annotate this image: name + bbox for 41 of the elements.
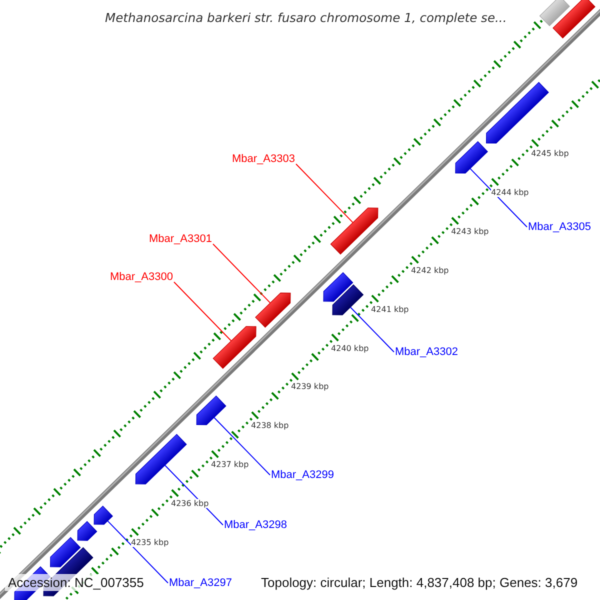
gene-segment <box>323 272 354 302</box>
gene-label: Mbar_A3300 <box>110 271 173 283</box>
tick-label: 4237 kbp <box>211 460 249 470</box>
title: Methanosarcina barkeri str. fusaro chromosome 1, complete se... <box>105 11 507 25</box>
leader-line <box>350 306 394 352</box>
tick-label: 4240 kbp <box>331 344 369 353</box>
gene-segment <box>332 284 364 316</box>
leader-line <box>296 164 354 224</box>
gene-segment <box>486 82 549 144</box>
tick-label: 4239 kbp <box>291 382 329 392</box>
gene-label: Mbar_A3298 <box>224 519 287 531</box>
tick-label: 4244 kbp <box>491 188 529 197</box>
gene-label: Mbar_A3301 <box>149 233 212 245</box>
tick-label: 4245 kbp <box>531 149 569 158</box>
gene-segment <box>196 396 226 426</box>
gene-segment <box>135 434 187 484</box>
gene-segment <box>330 208 378 255</box>
gene-label: Mbar_A3297 <box>169 577 232 589</box>
leader-line <box>212 244 271 304</box>
leader-line <box>107 520 168 584</box>
gene-label: Mbar_A3299 <box>271 469 334 481</box>
tick-label: 4241 kbp <box>371 304 409 314</box>
leader-line <box>214 416 270 476</box>
gene-segment <box>455 141 488 174</box>
gene-segment <box>50 537 81 568</box>
gene-label: Mbar_A3302 <box>395 346 458 358</box>
gene-segment <box>255 292 291 328</box>
tick-label: 4236 kbp <box>171 499 209 508</box>
leader-line <box>164 464 224 526</box>
gene-label: Mbar_A3303 <box>232 153 295 165</box>
gene-segment <box>212 326 256 369</box>
leader-line <box>174 282 232 342</box>
tick-label: 4235 kbp <box>131 538 169 547</box>
gene-label: Mbar_A3305 <box>528 221 591 233</box>
gene-segment <box>539 0 570 26</box>
tick-label: 4238 kbp <box>251 421 289 430</box>
tick-label: 4242 kbp <box>411 266 449 275</box>
tick-label: 4243 kbp <box>451 226 489 236</box>
gene-segment <box>77 521 98 541</box>
gene-segment <box>94 506 114 525</box>
leader-line <box>470 168 528 228</box>
